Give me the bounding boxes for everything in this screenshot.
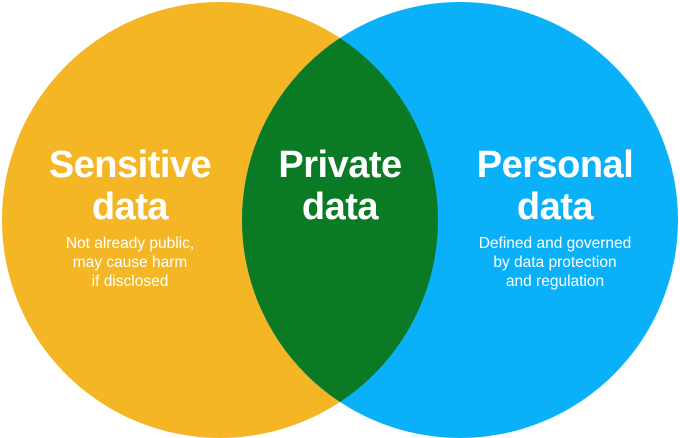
private-data-title: Private data bbox=[250, 144, 430, 228]
personal-title-line-1: Personal bbox=[476, 144, 634, 186]
personal-title-line-2: data bbox=[516, 186, 594, 228]
sensitive-desc-line-3: if disclosed bbox=[91, 273, 169, 290]
personal-data-title: Personal data bbox=[445, 144, 665, 228]
sensitive-data-description: Not already public, may cause harm if di… bbox=[20, 234, 240, 291]
sensitive-desc-line-2: may cause harm bbox=[72, 254, 188, 271]
private-data-overlap bbox=[242, 2, 438, 438]
private-title-line-2: data bbox=[301, 186, 379, 228]
sensitive-title-line-1: Sensitive bbox=[48, 144, 212, 186]
sensitive-title-line-2: data bbox=[91, 186, 169, 228]
personal-desc-line-1: Defined and governed bbox=[478, 235, 632, 252]
personal-desc-line-2: by data protection bbox=[493, 254, 617, 271]
sensitive-desc-line-1: Not already public, bbox=[65, 235, 195, 252]
private-title-line-1: Private bbox=[278, 144, 402, 186]
personal-desc-line-3: and regulation bbox=[505, 273, 605, 290]
sensitive-data-title: Sensitive data bbox=[20, 144, 240, 228]
personal-data-description: Defined and governed by data protection … bbox=[445, 234, 665, 291]
